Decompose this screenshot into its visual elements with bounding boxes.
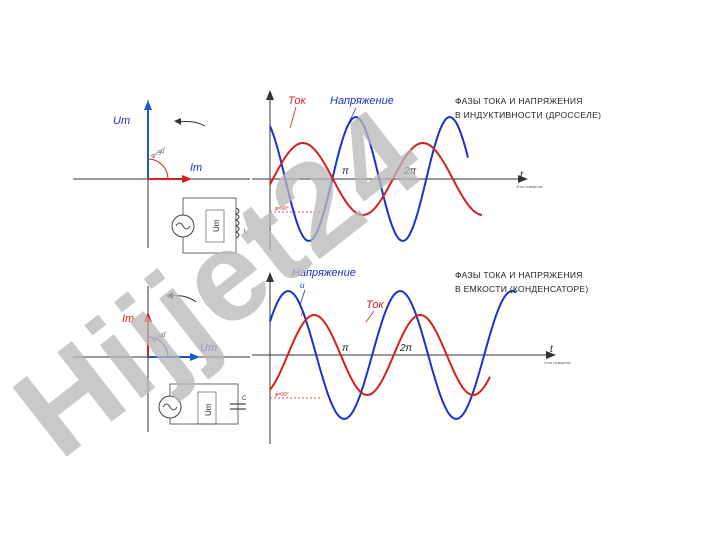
time-label: t [520, 170, 524, 181]
tick-pi: π [342, 343, 349, 354]
wave-y-arrow-icon [266, 272, 274, 282]
capacitive-title-line2: В ЕМКОСТИ (КОНДЕНСАТОРЕ) [455, 284, 589, 294]
rotation-arrowhead-icon [174, 118, 181, 125]
inductive-section: Um Im φ=90° Um L t Угол поворота φ=90° [73, 90, 543, 254]
phase-angle-arc [147, 158, 169, 180]
ac-wave-icon [175, 222, 191, 230]
rotation-arrowhead-icon [166, 292, 173, 299]
current-pointer [289, 106, 297, 129]
voltage-pointer [345, 107, 357, 129]
current-pointer [365, 310, 375, 323]
voltage-u-label: u [300, 281, 305, 290]
phasor-i-label: Im [190, 162, 202, 174]
phase-angle-label: φ=90° [275, 392, 289, 398]
current-label: Ток [288, 95, 306, 107]
current-phasor-arrow [144, 312, 152, 322]
current-label: Ток [366, 299, 384, 311]
component-label: L [244, 229, 248, 235]
current-phasor-arrow [182, 175, 192, 183]
circuit-voltage-label: Um [212, 219, 221, 232]
voltage-label: Напряжение [292, 267, 356, 279]
capacitive-title: ФАЗЫ ТОКА И НАПРЯЖЕНИЯ В ЕМКОСТИ (КОНДЕН… [455, 268, 589, 296]
current-i-label: i [301, 309, 303, 318]
voltage-phasor-arrow [144, 100, 152, 110]
voltage-pointer [299, 289, 306, 306]
capacitive-circuit: Um C [158, 383, 247, 425]
phase-angle-arc [147, 336, 169, 358]
voltage-curve [269, 115, 469, 242]
capacitive-title-line1: ФАЗЫ ТОКА И НАПРЯЖЕНИЯ [455, 270, 583, 280]
axis-note: Угол поворота [544, 360, 571, 365]
current-curve [269, 141, 483, 217]
inductive-circuit: Um L [171, 197, 248, 254]
tick-pi: π [342, 166, 349, 177]
tick-2pi: 2π [399, 343, 413, 354]
wave-y-arrow-icon [266, 90, 274, 100]
component-label: C [242, 396, 247, 402]
phasor-angle-label: φ=90° [150, 147, 168, 160]
voltage-label: Напряжение [330, 95, 394, 107]
voltage-curve [269, 289, 517, 421]
circuit-voltage-label: Um [204, 403, 213, 416]
wave-x-arrow-icon [546, 351, 556, 359]
inductive-title-line1: ФАЗЫ ТОКА И НАПРЯЖЕНИЯ [455, 96, 583, 106]
inductive-title: ФАЗЫ ТОКА И НАПРЯЖЕНИЯ В ИНДУКТИВНОСТИ (… [455, 94, 601, 122]
inductive-title-line2: В ИНДУКТИВНОСТИ (ДРОССЕЛЕ) [455, 110, 602, 120]
time-label: t [550, 344, 554, 355]
rotation-arrow [177, 121, 206, 127]
axis-note: Угол поворота [516, 184, 543, 189]
wave-x-arrow-icon [518, 175, 528, 183]
voltage-box [197, 391, 217, 425]
voltage-box [205, 209, 225, 243]
ac-wave-icon [162, 403, 178, 411]
tick-2pi: 2π [403, 166, 417, 177]
phase-angle-label: φ=90° [275, 206, 289, 212]
phasor-u-label: Um [200, 342, 217, 354]
current-curve [269, 313, 491, 397]
phasor-i-label: Im [122, 313, 134, 325]
voltage-phasor-arrow [190, 353, 200, 361]
phasor-u-label: Um [113, 115, 130, 127]
inductor-coil-icon [234, 207, 240, 239]
